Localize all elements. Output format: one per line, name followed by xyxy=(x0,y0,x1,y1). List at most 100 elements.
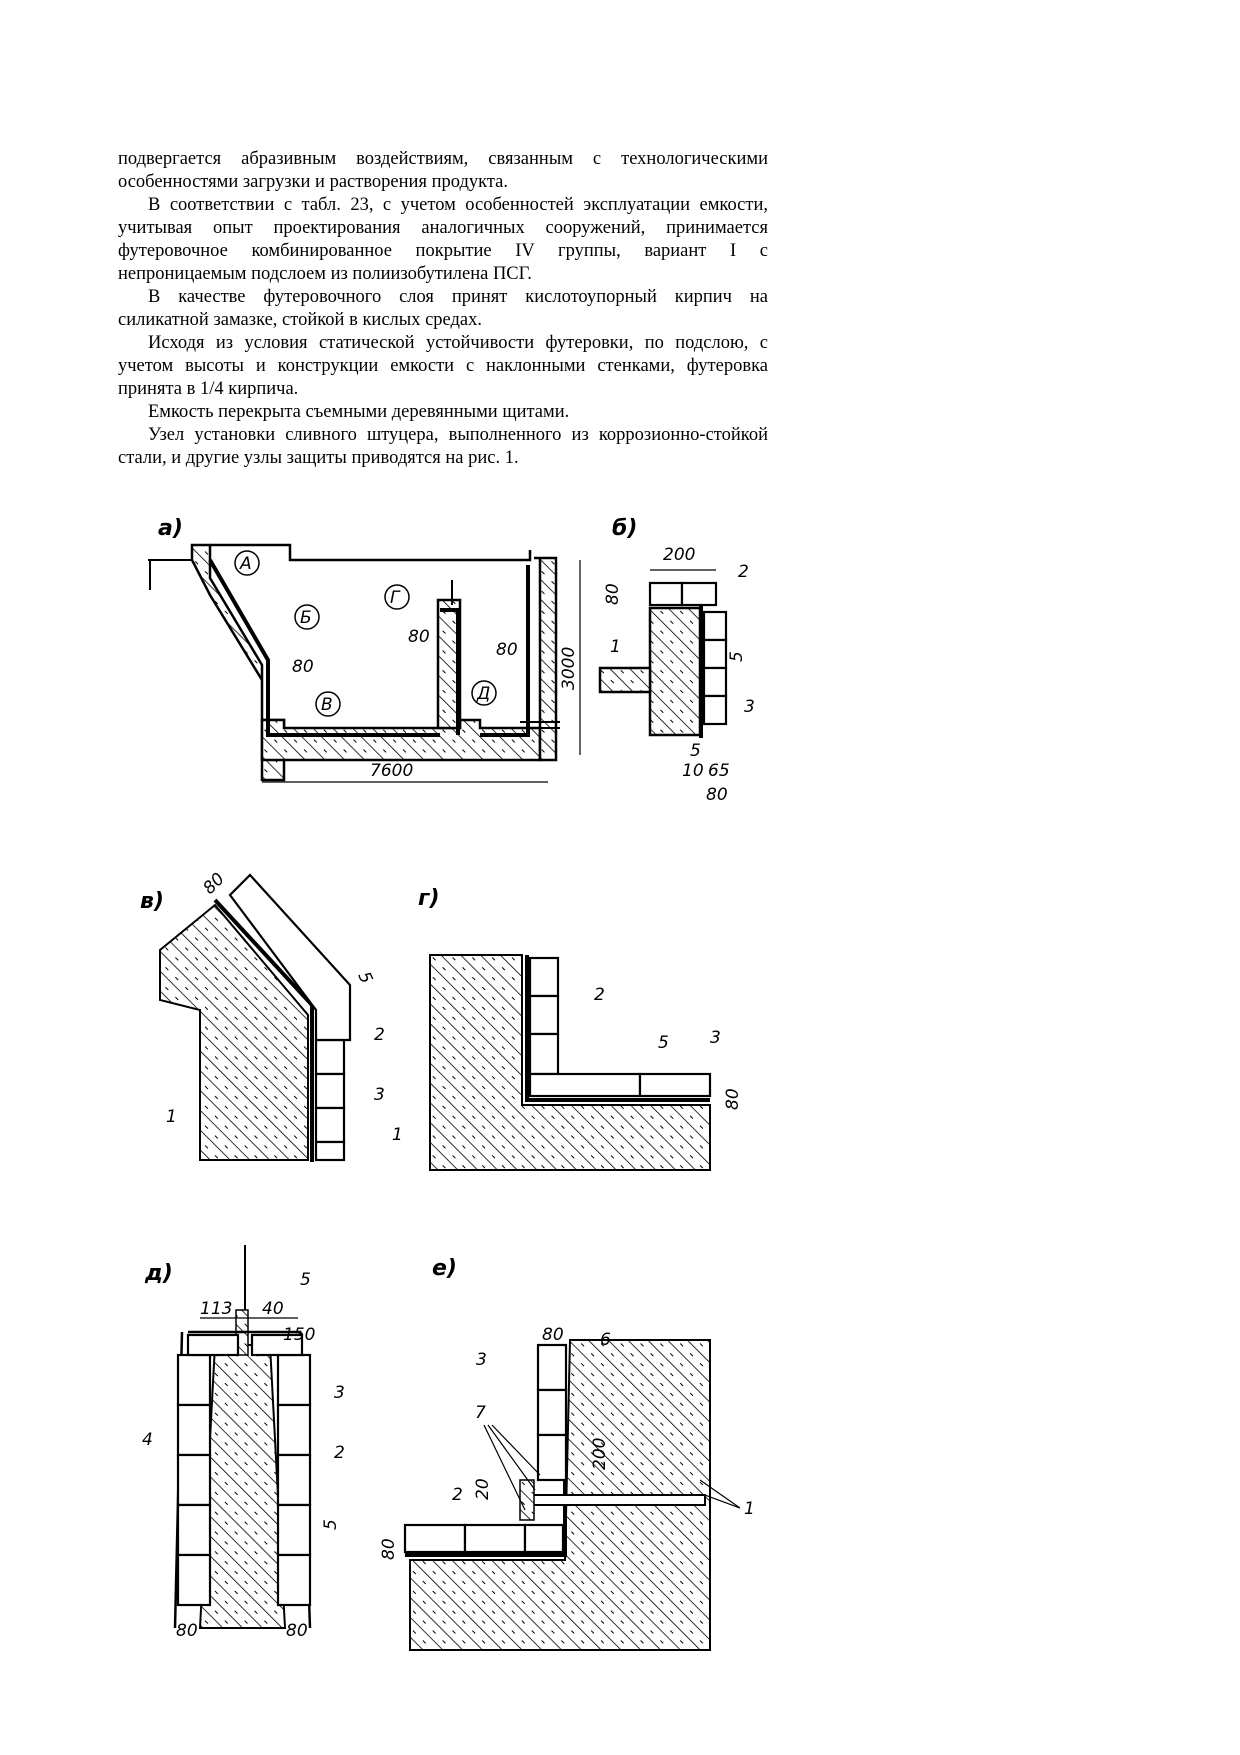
d-left-brick-1 xyxy=(176,1353,212,1407)
g-sublayer xyxy=(525,955,710,1102)
node-v-circle xyxy=(315,691,341,717)
figure-g-floor-junction: г) 5 80 1 2 3 xyxy=(392,886,743,1171)
dim-a-80-mid: 80 xyxy=(408,627,430,647)
drain-nozzle xyxy=(520,721,560,729)
e-label-3: 3 xyxy=(476,1350,487,1370)
v-brick-1 xyxy=(314,1038,346,1076)
figure-g-letter: г) xyxy=(418,886,440,911)
node-a-circle xyxy=(234,550,260,576)
node-v-label: В xyxy=(321,695,333,715)
e-dim-200: 200 xyxy=(590,1438,610,1470)
v-label-2: 2 xyxy=(374,1025,385,1045)
e-concrete xyxy=(409,1339,711,1651)
d-bricks-right xyxy=(276,1353,312,1607)
b-concrete-wall xyxy=(648,606,702,737)
g-brick-4 xyxy=(528,1072,642,1098)
lining-line-left xyxy=(208,558,440,737)
e-leader-7 xyxy=(483,1424,541,1511)
g-dim-80: 80 xyxy=(723,1088,743,1110)
d-top-brick-2 xyxy=(250,1333,304,1357)
lining-line-right xyxy=(480,565,530,737)
d-left-brick-3 xyxy=(176,1453,212,1507)
v-brick-3 xyxy=(314,1106,346,1144)
d-dim-5: 5 xyxy=(321,1519,341,1530)
tank-wall-right xyxy=(534,556,558,762)
paragraph-4: Исходя из условия статической устойчивос… xyxy=(118,333,768,399)
b-dim-80b: 80 xyxy=(706,785,728,805)
d-dim-113: 113 xyxy=(200,1299,232,1319)
dim-a-height: 3000 xyxy=(559,647,579,690)
g-concrete xyxy=(429,954,711,1171)
figure-b-letter: б) xyxy=(612,516,637,541)
b-slab xyxy=(598,666,652,694)
e-dim-80b: 80 xyxy=(379,1538,399,1560)
d-right-brick-4 xyxy=(276,1503,312,1557)
b-top-brick-1 xyxy=(648,581,684,607)
tank-top-outline xyxy=(210,543,532,562)
e-leader-1 xyxy=(699,1479,741,1509)
node-g-circle xyxy=(384,584,410,610)
v-dim-80: 80 xyxy=(199,869,228,898)
figure-e-letter: е) xyxy=(432,1256,457,1281)
figure-v-letter: в) xyxy=(140,889,164,914)
b-dim-10: 10 xyxy=(682,761,704,781)
d-dim-150: 150 xyxy=(283,1325,315,1345)
e-floor-brick-2 xyxy=(463,1523,527,1554)
paragraph-6: Узел установки сливного штуцера, выполне… xyxy=(118,425,768,468)
dim-a-width: 7600 xyxy=(370,761,413,781)
d-right-brick-1 xyxy=(276,1353,312,1407)
d-label-4: 4 xyxy=(142,1430,153,1450)
d-left-brick-5 xyxy=(176,1553,212,1607)
paragraph-1: подвергается абразивным воздействиям, св… xyxy=(118,149,768,192)
b-brick-2 xyxy=(702,638,728,670)
d-right-brick-5 xyxy=(276,1553,312,1607)
v-bricks xyxy=(228,873,352,1162)
e-nozzle-pipe xyxy=(529,1494,706,1506)
figure-d-letter: д) xyxy=(144,1261,173,1286)
e-wall-brick-1 xyxy=(536,1343,568,1392)
figure-d-partition-detail: д) 113 40 150 5 3 2 4 5 80 80 xyxy=(142,1245,345,1641)
b-brick-1 xyxy=(702,610,728,642)
d-left-brick-2 xyxy=(176,1403,212,1457)
d-label-2: 2 xyxy=(334,1443,345,1463)
node-d-label: Д xyxy=(476,684,490,704)
e-label-2: 2 xyxy=(452,1485,463,1505)
node-b-circle xyxy=(294,604,320,630)
d-right-brick-3 xyxy=(276,1453,312,1507)
e-floor-brick-3 xyxy=(523,1523,565,1554)
b-label-2: 2 xyxy=(738,562,749,582)
figure-v-corner-detail: в) 80 5 1 2 3 xyxy=(140,869,385,1162)
g-label-3: 3 xyxy=(710,1028,721,1048)
b-label-3: 3 xyxy=(744,697,755,717)
e-dim-20: 20 xyxy=(473,1478,493,1500)
b-top-brick-2 xyxy=(680,581,718,607)
d-dim-80-left: 80 xyxy=(176,1621,198,1641)
figure-a-tank-section: а) А Б В Г Д 80 80 80 3000 760 xyxy=(148,516,581,783)
d-dim-80-right: 80 xyxy=(286,1621,308,1641)
v-label-3: 3 xyxy=(374,1085,385,1105)
d-bricks-left xyxy=(176,1353,212,1607)
e-label-6: 6 xyxy=(600,1330,611,1350)
node-a-label: А xyxy=(239,554,252,574)
body-text: подвергается абразивным воздействиям, св… xyxy=(118,148,768,470)
b-brick-3 xyxy=(702,666,728,698)
b-dim-200: 200 xyxy=(663,545,695,565)
d-concrete-core xyxy=(198,1344,287,1629)
g-label-2: 2 xyxy=(594,985,605,1005)
figure-e-nozzle-detail: е) 80 20 200 80 1 2 3 6 7 xyxy=(379,1256,755,1651)
v-label-1: 1 xyxy=(166,1107,177,1127)
e-floor-brick-1 xyxy=(403,1523,467,1554)
g-brick-3 xyxy=(528,1032,560,1076)
tank-bottom xyxy=(260,718,542,762)
e-bricks-floor xyxy=(403,1523,565,1554)
d-label-3: 3 xyxy=(334,1383,345,1403)
d-right-brick-2 xyxy=(276,1403,312,1457)
b-dim-80: 80 xyxy=(603,583,623,605)
g-brick-1 xyxy=(528,956,560,998)
v-concrete xyxy=(159,903,309,1161)
v-dim-5: 5 xyxy=(353,969,376,987)
g-label-1: 1 xyxy=(392,1125,403,1145)
figure-a-letter: а) xyxy=(158,516,183,541)
v-brick-2 xyxy=(314,1072,346,1110)
